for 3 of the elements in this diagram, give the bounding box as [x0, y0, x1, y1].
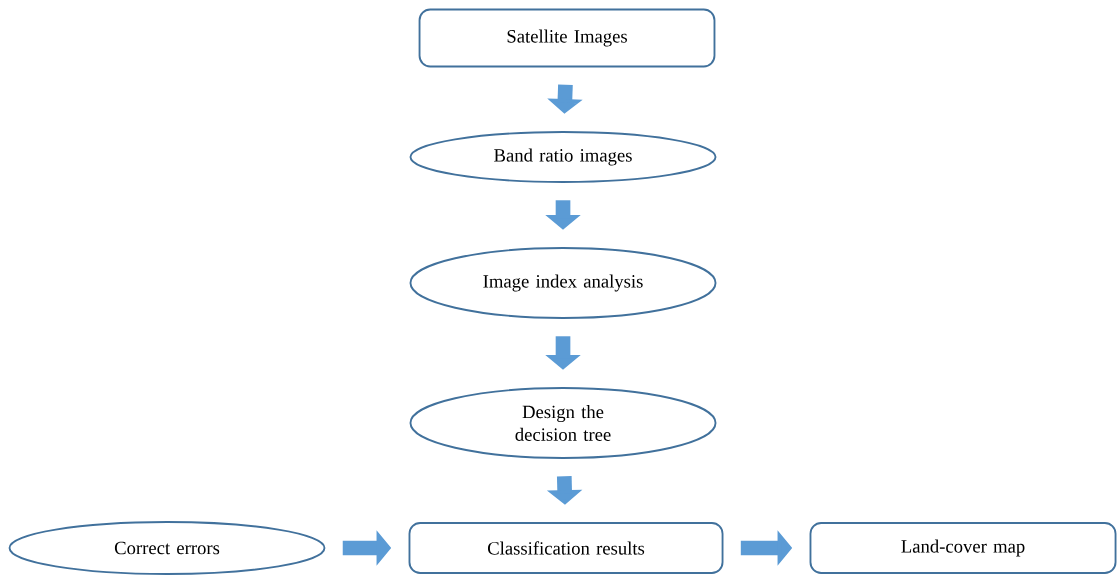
process-box: Satellite Images [418, 8, 716, 68]
process-box: Classification results [408, 522, 724, 574]
process-box: Land-cover map [809, 522, 1117, 574]
